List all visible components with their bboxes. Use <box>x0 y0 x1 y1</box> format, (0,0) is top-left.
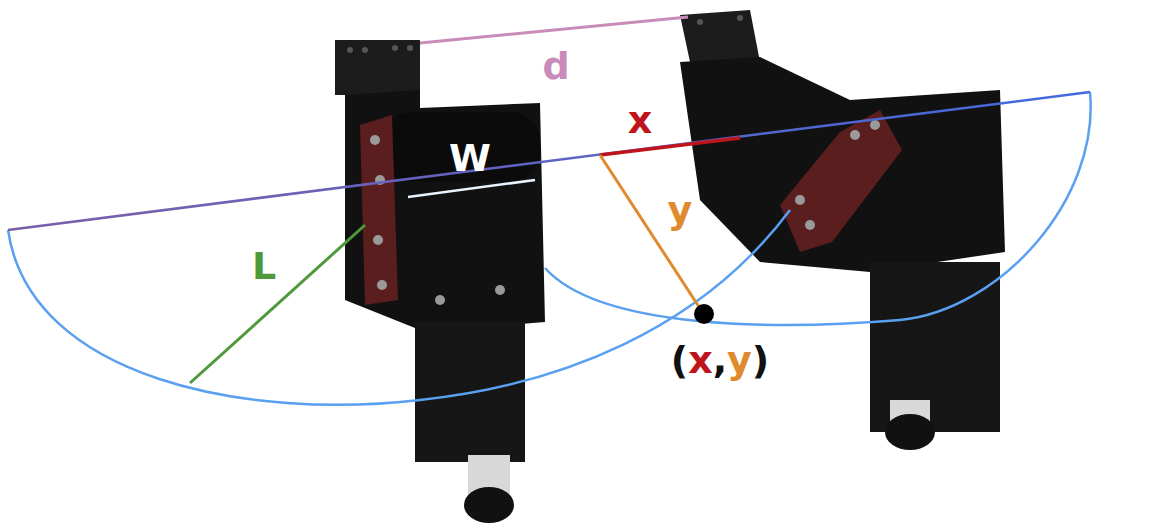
bracket-plate <box>360 115 398 305</box>
x-label: x <box>628 101 653 139</box>
leg-cylinder <box>870 262 1000 432</box>
x-offset-line <box>600 138 740 155</box>
y-offset-line <box>600 155 703 313</box>
length-label: L <box>252 247 276 285</box>
point-label: (x,y) <box>671 341 769 379</box>
leg-length-line <box>190 225 365 383</box>
foot-cap <box>885 414 935 450</box>
foot-cap <box>464 487 514 523</box>
left-leg <box>335 40 545 523</box>
servo-drum <box>382 112 540 182</box>
servo-body <box>345 90 545 332</box>
label-char: x <box>688 338 713 382</box>
servo-body <box>680 57 1005 272</box>
hip-axis-line <box>8 92 1090 230</box>
label-char: y <box>727 338 752 382</box>
right-leg <box>680 10 1005 450</box>
target-point <box>694 304 714 324</box>
top-bracket <box>680 10 760 62</box>
y-label: y <box>668 191 693 229</box>
label-char: , <box>713 338 727 382</box>
distance-line <box>420 17 688 43</box>
label-char: ( <box>671 338 688 382</box>
width-line <box>408 180 535 197</box>
label-char: ) <box>752 338 769 382</box>
distance-label: d <box>542 47 569 85</box>
width-label: W <box>449 139 491 177</box>
top-bracket <box>335 40 420 95</box>
workspace-arc <box>8 210 790 405</box>
bracket-plate <box>780 110 902 252</box>
